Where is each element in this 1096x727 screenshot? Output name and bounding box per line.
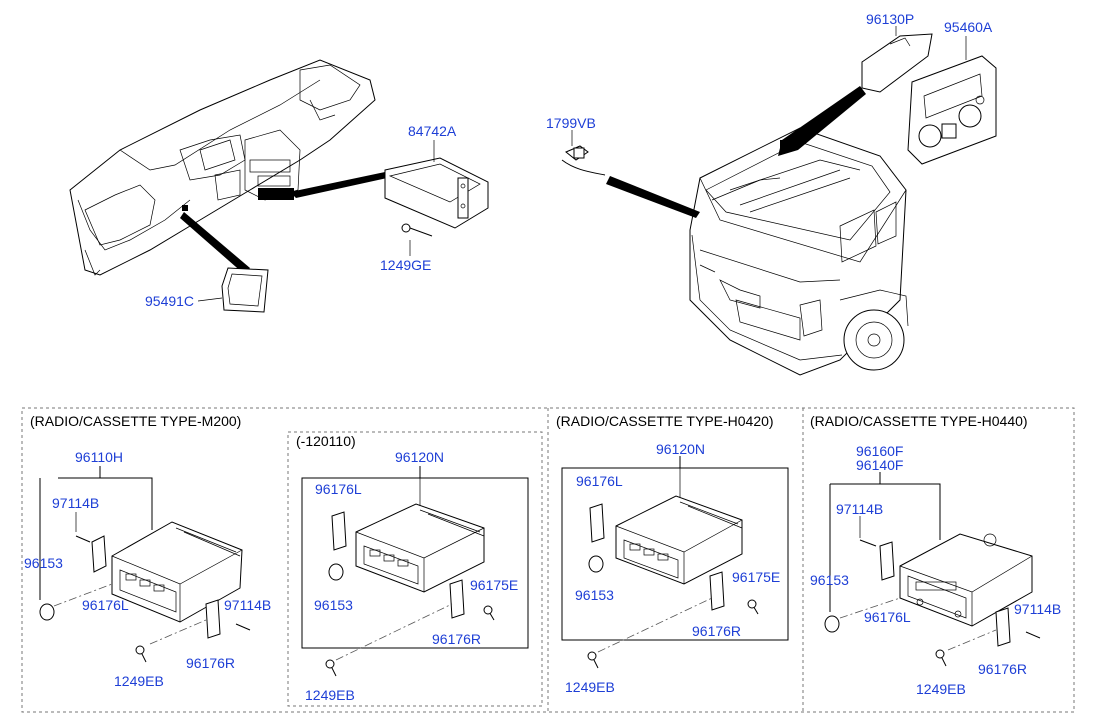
bracket-96176L-s1: [91, 535, 107, 573]
section-title-h0420: (RADIO/CASSETTE TYPE-H0420): [556, 413, 774, 429]
lamp-96130P: [861, 33, 933, 93]
s1-label-bracket-l: 96176L: [82, 597, 129, 613]
s4-label-assembly-1: 96160F: [856, 443, 903, 459]
s2-label-screw: 96175E: [470, 577, 518, 593]
pocket-84742A: [384, 157, 489, 229]
label-95491C: 95491C: [145, 293, 194, 309]
s1-label-screw-r: 97114B: [224, 597, 271, 613]
s3-label-bracket-r: 96176R: [692, 623, 741, 639]
bracket-96176R-s1: [205, 599, 221, 639]
radio-unit-s2: [355, 503, 485, 593]
radio-unit-h0420: [615, 495, 743, 585]
label-84742A: 84742A: [408, 123, 457, 139]
label-1249GE: 1249GE: [380, 257, 431, 273]
bracket-96176R-s3: [709, 571, 725, 611]
screw-97114B-s1a: [75, 535, 91, 543]
s1-label-assembly: 96110H: [75, 449, 123, 465]
bezel-95460A: [907, 55, 997, 165]
bracket-96176L-s3: [589, 503, 605, 543]
label-95460A: 95460A: [944, 19, 993, 35]
s1-label-bolt: 1249EB: [114, 673, 164, 689]
s4-label-knob: 96153: [810, 572, 849, 588]
label-1799VB: 1799VB: [546, 115, 596, 131]
s3-label-bolt: 1249EB: [565, 679, 615, 695]
plate-95491C: [221, 267, 269, 313]
s3-label-bracket-l: 96176L: [576, 473, 623, 489]
s3-label-knob: 96153: [575, 587, 614, 603]
s2-group-box: [301, 477, 529, 649]
screw-97114B-s4a: [859, 539, 877, 547]
s1-label-screw-top: 97114B: [52, 495, 99, 511]
s2-label-bolt: 1249EB: [305, 687, 355, 703]
knob-96153-s4: [824, 615, 840, 633]
s2-label-assembly: 96120N: [395, 449, 444, 465]
section-title-120110: (-120110): [296, 433, 356, 449]
bracket-96176R-s2: [449, 579, 465, 619]
label-96130P: 96130P: [866, 11, 914, 27]
knob-96153-s2: [328, 563, 344, 581]
s4-label-bolt: 1249EB: [916, 681, 966, 697]
pointer-1799VB: [606, 176, 700, 218]
clip-1799VB: [561, 145, 606, 176]
bracket-96176L-s2: [331, 511, 347, 551]
section-title-m200: (RADIO/CASSETTE TYPE-M200): [30, 413, 241, 429]
truck-illustration: [689, 127, 909, 376]
knob-96153-s3: [588, 555, 604, 573]
dashboard-illustration: [69, 59, 376, 276]
knob-96153-s1: [39, 603, 55, 621]
bracket-96176L-s4: [879, 541, 895, 581]
s4-label-bracket-r: 96176R: [978, 661, 1027, 677]
section-title-h0440: (RADIO/CASSETTE TYPE-H0440): [810, 413, 1028, 429]
screw-97114B-s4b: [1025, 631, 1041, 639]
s2-label-knob: 96153: [314, 597, 353, 613]
pointer-roof: [778, 86, 866, 156]
bracket-96176R-s4: [995, 607, 1011, 647]
s4-label-screw-top: 97114B: [836, 501, 883, 517]
s1-label-bracket-r: 96176R: [186, 655, 235, 671]
screw-1249GE: [401, 223, 433, 237]
radio-unit-m200: [111, 521, 243, 623]
s3-label-assembly: 96120N: [656, 441, 705, 457]
section-2-frame: [287, 431, 543, 707]
s3-label-screw: 96175E: [732, 569, 780, 585]
screw-97114B-s1b: [235, 623, 251, 631]
pointer-95491C: [180, 212, 250, 274]
radio-unit-h0440: [899, 533, 1033, 627]
s4-label-bracket-l: 96176L: [864, 609, 911, 625]
s4-label-assembly-2: 96140F: [856, 457, 903, 473]
pointer-84742A: [290, 172, 387, 198]
s4-label-screw-r: 97114B: [1014, 601, 1061, 617]
s3-group-box: [561, 467, 789, 641]
s2-label-bracket-r: 96176R: [432, 631, 481, 647]
s2-label-bracket-l: 96176L: [315, 481, 362, 497]
s1-label-knob: 96153: [24, 555, 63, 571]
